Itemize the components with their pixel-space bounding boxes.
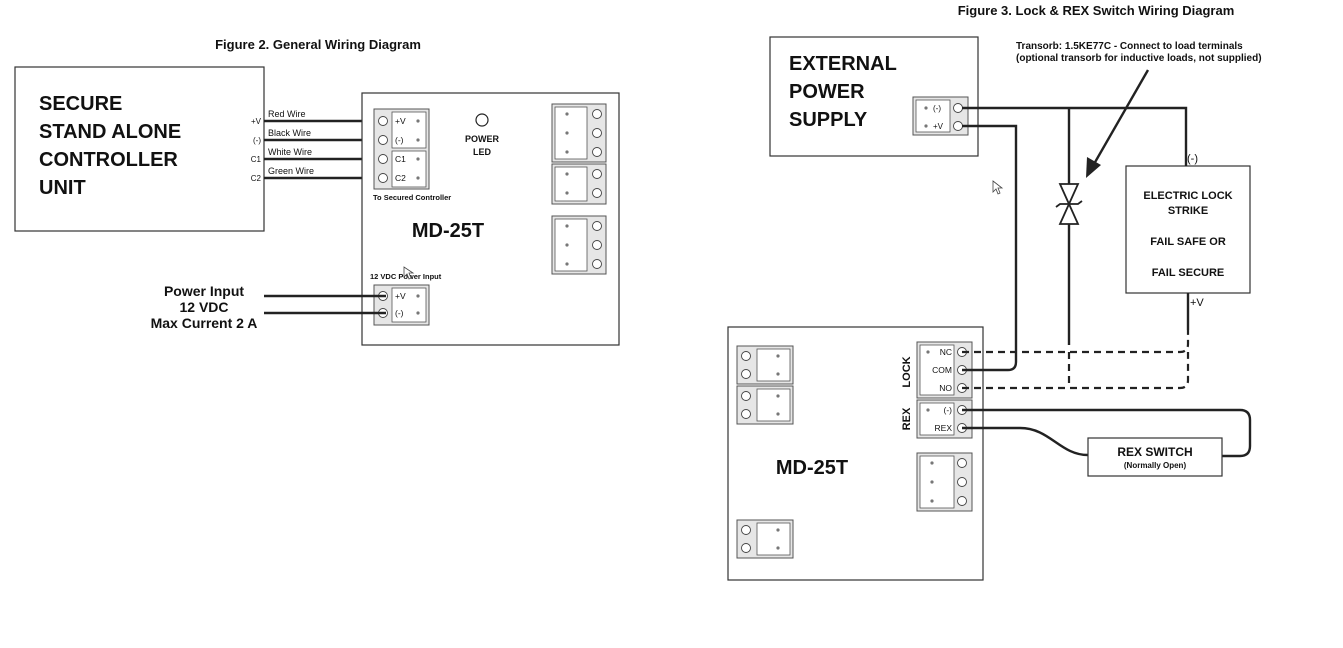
lock-terminal-com: COM [932, 365, 952, 375]
rex-switch-label: REX SWITCH [1117, 445, 1192, 459]
terminal-minus: (-) [395, 135, 404, 145]
terminal-c1: C1 [395, 154, 406, 164]
psu-terminal-block: (-) +V [912, 96, 969, 136]
lock-line-4: FAIL SECURE [1152, 267, 1225, 279]
wire-label-red: Red Wire [268, 109, 306, 119]
rex-terminal-rex: REX [935, 423, 953, 433]
power-terminal-minus: (-) [395, 308, 404, 318]
lock-minus-label: (-) [1187, 153, 1198, 165]
controller-line-2: STAND ALONE [39, 121, 181, 143]
terminal-c2: C2 [395, 173, 406, 183]
power-led-label-1: POWER [465, 134, 500, 144]
controller-line-1: SECURE [39, 93, 122, 115]
power-led-icon [475, 113, 489, 127]
figure-3: Figure 3. Lock & REX Switch Wiring Diagr… [727, 3, 1262, 581]
model-label-fig2: MD-25T [412, 220, 484, 242]
side-label-c2: C2 [251, 174, 262, 183]
psu-plus-to-com-wire [962, 124, 1018, 372]
wire-label-green: Green Wire [268, 166, 314, 176]
power-input-text-3: Max Current 2 A [151, 315, 258, 331]
rex-switch-sublabel: (Normally Open) [1124, 461, 1187, 470]
psu-minus-to-lock-wire [962, 106, 1188, 166]
controller-terminal-block: +V (-) C1 C2 [373, 108, 430, 190]
rex-group-label: REX [901, 407, 913, 430]
lock-terminal-nc: NC [940, 347, 952, 357]
power-input-block-label: 12 VDC Power Input [370, 272, 442, 281]
side-label-minus: (-) [253, 136, 261, 145]
electric-lock-box [1125, 165, 1251, 294]
power-input-text-2: 12 VDC [179, 299, 228, 315]
transorb-note-1: Transorb: 1.5KE77C - Connect to load ter… [1016, 41, 1243, 52]
transorb-symbol [1055, 183, 1083, 225]
to-secured-controller-label: To Secured Controller [373, 193, 451, 202]
power-input-text-1: Power Input [164, 283, 244, 299]
psu-line-2: POWER [789, 81, 865, 103]
lock-terminal-no: NO [939, 383, 952, 393]
figure-3-title: Figure 3. Lock & REX Switch Wiring Diagr… [958, 3, 1235, 18]
right-terminal-blocks-fig2 [551, 103, 607, 275]
psu-terminal-plus-v: +V [933, 122, 944, 131]
lock-line-1: ELECTRIC LOCK [1143, 190, 1232, 202]
rex-input-wire [962, 426, 1089, 457]
lock-plus-label: +V [1190, 297, 1204, 309]
cursor-icon-fig2 [403, 266, 415, 280]
nc-dashed-wire [962, 330, 1190, 354]
controller-unit-box [14, 66, 265, 232]
wire-label-black: Black Wire [268, 128, 311, 138]
power-terminal-block: +V (-) [373, 284, 430, 326]
terminal-plus-v: +V [395, 116, 406, 126]
rex-terminal-minus: (-) [944, 405, 953, 415]
transorb-note-2: (optional transorb for inductive loads, … [1016, 53, 1262, 64]
transorb-arrow-head [1086, 157, 1101, 178]
controller-line-4: UNIT [39, 177, 86, 199]
psu-terminal-minus: (-) [933, 104, 941, 113]
lock-group-label: LOCK [901, 356, 913, 387]
left-terminal-blocks-fig3 [736, 345, 794, 559]
figure-2-title: Figure 2. General Wiring Diagram [215, 37, 421, 52]
rex-minus-wire [962, 408, 1252, 458]
side-label-plus-v: +V [251, 117, 262, 126]
side-label-c1: C1 [251, 155, 262, 164]
wire-label-white: White Wire [268, 147, 312, 157]
controller-line-3: CONTROLLER [39, 149, 178, 171]
model-label-fig3: MD-25T [776, 457, 848, 479]
cursor-icon-fig3 [992, 180, 1004, 195]
power-terminal-plus-v: +V [395, 291, 406, 301]
power-led-label-2: LED [473, 147, 492, 157]
no-dashed-wire [962, 352, 1190, 390]
psu-line-3: SUPPLY [789, 109, 868, 131]
lock-line-2: STRIKE [1168, 205, 1208, 217]
lock-line-3: FAIL SAFE OR [1150, 236, 1226, 248]
rex-terminal-block: (-) REX [916, 399, 973, 439]
psu-line-1: EXTERNAL [789, 53, 897, 75]
bottom-terminal-block-fig3 [916, 452, 973, 512]
figure-2: Figure 2. General Wiring Diagram SECURE … [14, 37, 620, 346]
transorb-arrow [1092, 69, 1150, 165]
rex-switch-box [1087, 437, 1223, 477]
